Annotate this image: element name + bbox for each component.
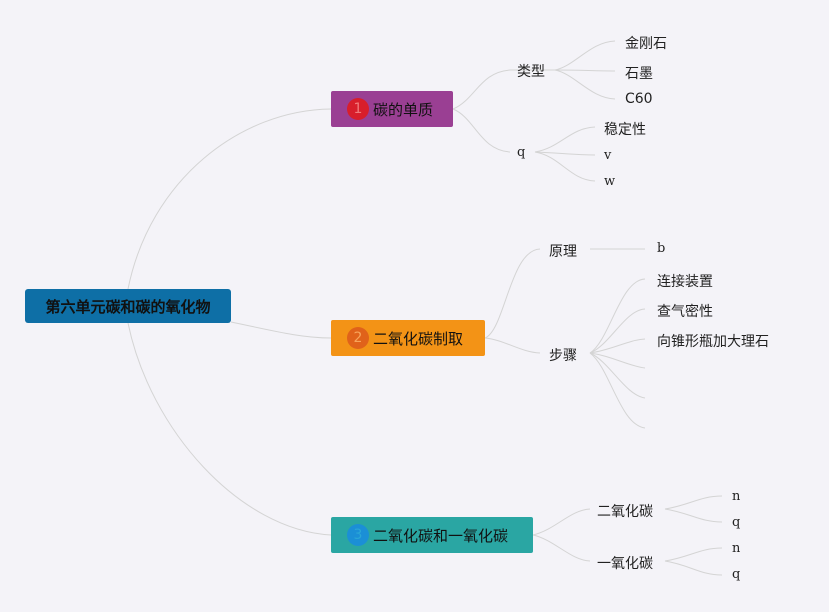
number-badge-1: 1 bbox=[347, 98, 369, 120]
branch-topic-label: 二氧化碳制取 bbox=[373, 329, 464, 348]
leaf-co-q[interactable]: q bbox=[732, 567, 741, 582]
leaf-co2-q[interactable]: q bbox=[732, 515, 741, 530]
root-topic-label: 第六单元碳和碳的氧化物 bbox=[45, 297, 211, 316]
leaf-stability[interactable]: 稳定性 bbox=[604, 122, 646, 138]
subtopic-principle[interactable]: 原理 bbox=[549, 244, 577, 260]
leaf-w[interactable]: w bbox=[604, 174, 616, 189]
root-topic[interactable]: 第六单元碳和碳的氧化物 bbox=[25, 289, 231, 323]
subtopic-types[interactable]: 类型 bbox=[517, 64, 545, 80]
leaf-add-marble[interactable]: 向锥形瓶加大理石 bbox=[657, 334, 769, 350]
leaf-v[interactable]: v bbox=[604, 148, 612, 163]
leaf-check-airtightness[interactable]: 查气密性 bbox=[657, 304, 713, 320]
branch-topic-1[interactable]: 1 碳的单质 bbox=[331, 91, 453, 127]
leaf-c60[interactable]: C60 bbox=[625, 91, 653, 107]
leaf-co2-n[interactable]: n bbox=[732, 489, 741, 504]
subtopic-q[interactable]: q bbox=[517, 145, 526, 160]
number-badge-3: 3 bbox=[347, 524, 369, 546]
leaf-b[interactable]: b bbox=[657, 241, 666, 256]
leaf-co-n[interactable]: n bbox=[732, 541, 741, 556]
number-badge-2: 2 bbox=[347, 327, 369, 349]
branch-topic-3[interactable]: 3 二氧化碳和一氧化碳 bbox=[331, 517, 533, 553]
leaf-graphite[interactable]: 石墨 bbox=[625, 66, 653, 82]
leaf-connect-apparatus[interactable]: 连接装置 bbox=[657, 274, 713, 290]
branch-topic-label: 碳的单质 bbox=[373, 100, 434, 119]
leaf-diamond[interactable]: 金刚石 bbox=[625, 36, 667, 52]
subtopic-steps[interactable]: 步骤 bbox=[549, 348, 577, 364]
branch-topic-2[interactable]: 2 二氧化碳制取 bbox=[331, 320, 485, 356]
branch-topic-label: 二氧化碳和一氧化碳 bbox=[373, 526, 509, 545]
subtopic-carbon-dioxide[interactable]: 二氧化碳 bbox=[597, 504, 653, 520]
subtopic-carbon-monoxide[interactable]: 一氧化碳 bbox=[597, 556, 653, 572]
